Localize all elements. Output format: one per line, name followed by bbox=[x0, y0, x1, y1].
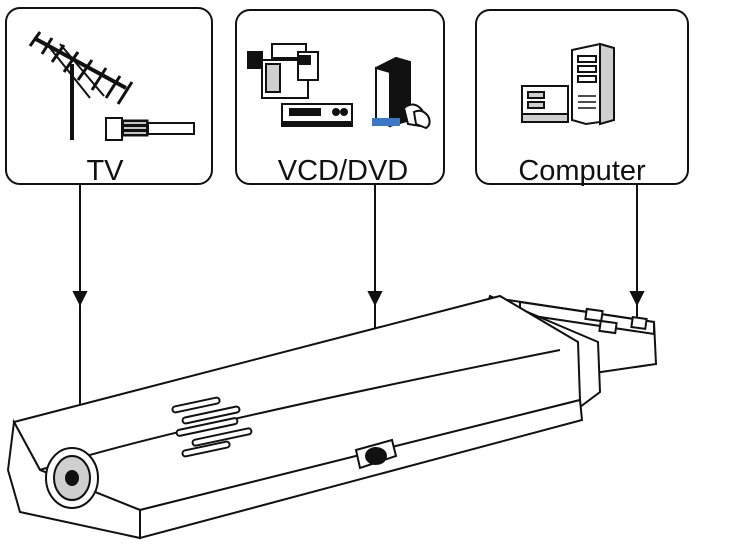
game-console-icon bbox=[372, 56, 431, 130]
computer-panel: Computer bbox=[475, 9, 689, 187]
computer-arrowhead bbox=[629, 291, 645, 307]
vcd-dvd-arrowhead bbox=[367, 291, 383, 307]
computer-label: Computer bbox=[518, 155, 646, 187]
usb-tv-tuner-stick bbox=[6, 294, 658, 540]
av-input-port-icon bbox=[354, 438, 398, 470]
camcorder-icon bbox=[247, 43, 319, 99]
tv-panel: TV bbox=[5, 7, 213, 187]
antenna-jack-icon bbox=[45, 447, 99, 509]
antenna-icon bbox=[28, 31, 134, 140]
vcd-dvd-panel: VCD/DVD bbox=[235, 9, 445, 187]
coax-cable-icon bbox=[105, 117, 195, 141]
tv-arrowhead bbox=[72, 291, 88, 307]
tower-case-icon bbox=[571, 42, 615, 126]
stick-bottom-face bbox=[139, 398, 584, 540]
vent-slots bbox=[171, 396, 253, 458]
vcd-dvd-label: VCD/DVD bbox=[278, 155, 409, 187]
desktop-computer-icon bbox=[521, 85, 569, 123]
dvd-player-icon bbox=[281, 103, 353, 127]
tv-label: TV bbox=[86, 155, 124, 187]
